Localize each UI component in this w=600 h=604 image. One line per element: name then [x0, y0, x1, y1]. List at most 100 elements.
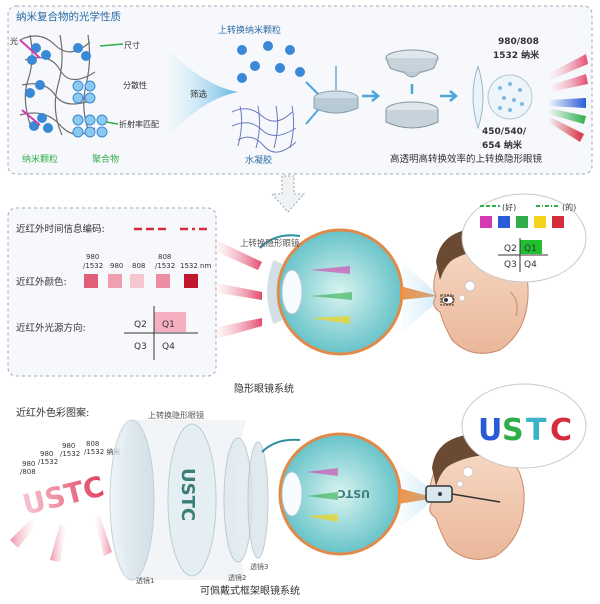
- light-arrow-1: [19, 39, 41, 59]
- quadrant-q1: Q1: [162, 320, 175, 330]
- bottom-wl-1-bottom: /808: [20, 468, 36, 476]
- bubble-quadrants: Q2 Q1 Q3 Q4: [498, 238, 548, 272]
- upconversion-lens: [167, 423, 217, 577]
- bubble-usct-letters: U S T C: [478, 413, 572, 448]
- ray-in-pink-1: [548, 54, 588, 80]
- lens-system: [109, 419, 269, 581]
- top-panel-title: 纳米复合物的光学性质: [16, 10, 121, 23]
- bubble-letter-c: C: [550, 413, 572, 448]
- lens1-label: 透镜1: [136, 576, 154, 585]
- cornea-arc-top: [259, 234, 301, 249]
- wl-label-3: 808: [132, 262, 145, 270]
- label-size: 尺寸: [124, 40, 140, 50]
- bubble-char-1: (好): [502, 202, 516, 212]
- bubble-q1: Q1: [524, 244, 537, 254]
- eye-top-lens-label: 上转换隐形眼镜: [240, 238, 300, 249]
- bubble-square-blue: [498, 216, 510, 228]
- ucnp-particles: [237, 41, 305, 83]
- color-wavelength-labels: 980/1532 980 808 808/1532 1532 nm: [83, 253, 211, 270]
- usct-retina-image: USTC: [338, 487, 370, 500]
- cornea-arc-bottom: [261, 438, 301, 453]
- label-input-wl-2: 1532 纳米: [493, 49, 540, 61]
- arrow-to-mold: [362, 90, 380, 102]
- quadrant-q1-fill: [154, 312, 186, 332]
- nanocomposite-network: [19, 34, 96, 136]
- label-index-match: 折射率匹配: [119, 119, 159, 129]
- eye-ray-3: [212, 318, 262, 340]
- quadrant-diagram: Q2 Q1 Q3 Q4: [124, 306, 198, 360]
- bubble-square-green: [516, 216, 528, 228]
- swatch-980-1532: [84, 274, 98, 288]
- bottom-wl-3-bottom: /1532: [60, 450, 80, 458]
- eye-ray-1: [212, 238, 262, 270]
- ray-out-green: [548, 108, 586, 124]
- color-label: 近红外颜色:: [16, 276, 67, 288]
- time-coding-label: 近红外时间信息编码:: [16, 223, 105, 235]
- bubble-letter-t: T: [526, 413, 547, 448]
- quadrant-q3: Q3: [134, 342, 147, 352]
- swatch-1532: [184, 274, 198, 288]
- inner-ray-magenta: [310, 266, 350, 274]
- usct-image-in-lens: USTC: [177, 468, 198, 521]
- bubble-square-red: [552, 216, 564, 228]
- ray-in-pink-2: [548, 74, 588, 92]
- swatch-808-1532: [156, 274, 170, 288]
- wl-label-4-top: 808: [158, 253, 171, 261]
- bubble-q2: Q2: [504, 244, 517, 254]
- label-input-wl-1: 980/808: [498, 37, 539, 47]
- pink-rays-bottom: [10, 516, 112, 562]
- merge-arrow-bottom: [305, 109, 319, 125]
- mold-top-tip: [403, 71, 421, 78]
- bottom-wl-2-bottom: /1532: [38, 458, 58, 466]
- inner-ray-green: [310, 292, 352, 300]
- inner-ray-bottom-yellow: [306, 514, 338, 522]
- bottom-lens-label: 上转换隐形眼镜: [148, 410, 204, 420]
- contact-lens-on-eye-top: [267, 260, 283, 324]
- bottom-system-caption: 可佩戴式框架眼镜系统: [200, 584, 300, 597]
- screening-funnel: [168, 50, 238, 136]
- eye-beam-bottom: [400, 464, 438, 528]
- bottom-wl-2-top: 980: [40, 450, 53, 458]
- swatch-808: [130, 274, 144, 288]
- eye-beam-top: [402, 262, 442, 332]
- label-output-wl-1: 450/540/: [482, 127, 527, 137]
- bubble-q4: Q4: [524, 260, 537, 270]
- bubble-letter-s: S: [502, 413, 524, 448]
- mixing-dish-body: [313, 98, 359, 114]
- nanoparticle-grid-right: [72, 80, 108, 138]
- arrow-to-lens: [440, 90, 458, 102]
- label-nanoparticle: 纳米颗粒: [22, 153, 58, 165]
- top-panel-frame: [7, 5, 593, 175]
- label-polymer: 聚合物: [92, 153, 119, 165]
- glasses-temple: [451, 493, 501, 503]
- contact-lens-side: [472, 65, 484, 130]
- hydrogel-mesh: [231, 105, 297, 153]
- bottom-wl-4-top: 808: [86, 440, 99, 448]
- wl-label-2: 980: [110, 262, 123, 270]
- eye-top-system-caption: 隐形眼镜系统: [234, 382, 294, 395]
- direction-label: 近红外光源方向:: [16, 322, 86, 334]
- lens3-label: 透镜3: [250, 562, 268, 571]
- nanoparticle-cluster-left: [25, 43, 91, 133]
- lens-3: [247, 441, 269, 559]
- bubble-q1-fill: [520, 240, 542, 254]
- lens-particles: [498, 82, 524, 112]
- wl-label-1-top: 980: [86, 253, 99, 261]
- wl-label-5: 1532 nm: [180, 262, 211, 270]
- bubble-square-magenta: [480, 216, 492, 228]
- contact-lens-front: [487, 74, 533, 120]
- bubble-square-yellow: [534, 216, 546, 228]
- label-screening: 筛选: [190, 89, 208, 100]
- light-arrow-2: [21, 109, 41, 126]
- bottom-wl-3-top: 980: [62, 442, 75, 450]
- quadrant-q2: Q2: [134, 320, 147, 330]
- eye-lens-top: [281, 269, 303, 315]
- index-pointer: [105, 121, 119, 125]
- wl-label-1-bottom: /1532: [83, 262, 103, 270]
- info-panel-frame: [7, 207, 217, 377]
- lens-1: [109, 419, 155, 581]
- quadrant-q4: Q4: [162, 342, 175, 352]
- swatch-980: [108, 274, 122, 288]
